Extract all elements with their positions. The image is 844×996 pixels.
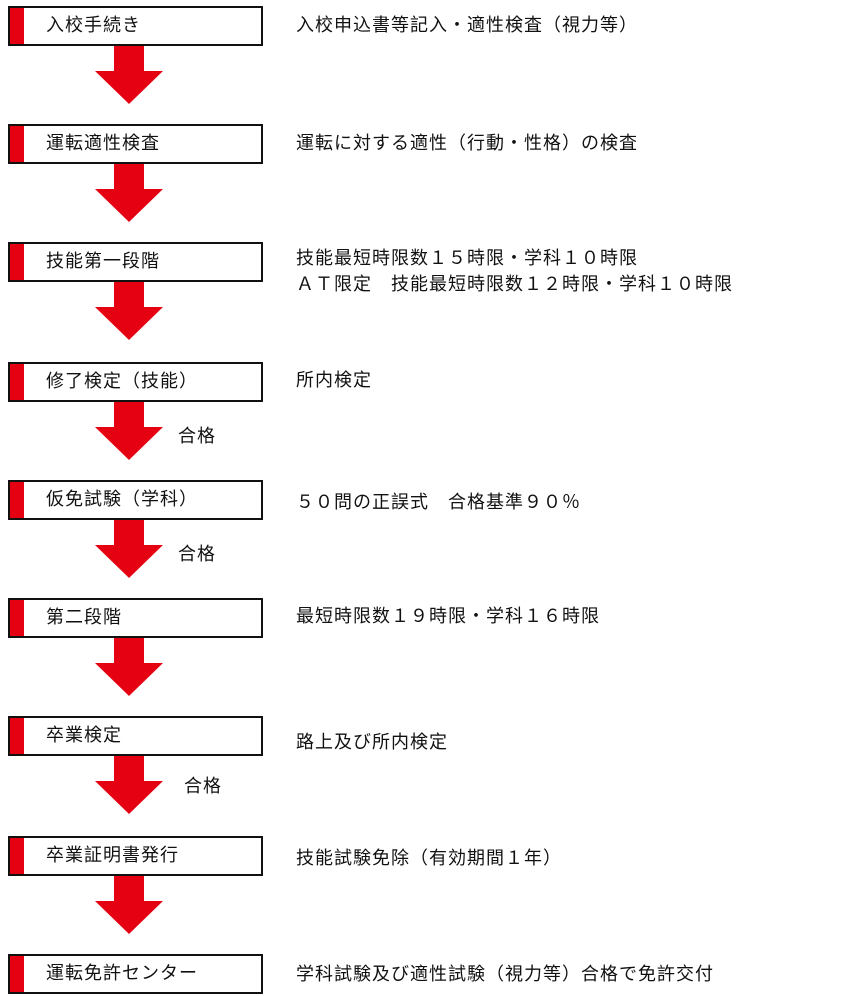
step-description: 入校申込書等記入・適性検査（視力等） [296, 15, 638, 36]
step-label: 修了検定（技能） [46, 371, 198, 392]
step-box-provisional-exam: 仮免試験（学科） [8, 480, 263, 520]
pass-label: 合格 [184, 776, 222, 797]
step-label: 仮免試験（学科） [46, 489, 198, 510]
down-arrow-icon [95, 756, 163, 814]
step-box-completion-exam: 修了検定（技能） [8, 362, 263, 402]
step-box-stage-two: 第二段階 [8, 598, 263, 638]
down-arrow-icon [95, 402, 163, 460]
step-box-graduation-exam: 卒業検定 [8, 716, 263, 756]
step-accent-bar [10, 8, 24, 44]
down-arrow-icon [95, 876, 163, 934]
step-label: 運転適性検査 [46, 133, 160, 154]
step-accent-bar [10, 364, 24, 400]
step-accent-bar [10, 244, 24, 280]
step-label: 技能第一段階 [46, 251, 160, 272]
step-accent-bar [10, 482, 24, 518]
step-box-graduation-certificate: 卒業証明書発行 [8, 836, 263, 876]
step-box-stage-one: 技能第一段階 [8, 242, 263, 282]
step-accent-bar [10, 956, 24, 992]
pass-label: 合格 [178, 426, 216, 447]
step-description: 所内検定 [296, 370, 372, 391]
step-label: 第二段階 [46, 607, 122, 628]
down-arrow-icon [95, 638, 163, 696]
step-accent-bar [10, 838, 24, 874]
step-description: 学科試験及び適性試験（視力等）合格で免許交付 [296, 964, 714, 985]
step-box-enrollment: 入校手続き [8, 6, 263, 46]
step-description: 路上及び所内検定 [296, 732, 448, 753]
step-description: 最短時限数１９時限・学科１６時限 [296, 606, 600, 627]
step-description: 運転に対する適性（行動・性格）の検査 [296, 133, 638, 154]
down-arrow-icon [95, 164, 163, 222]
step-label: 卒業検定 [46, 725, 122, 746]
pass-label: 合格 [178, 544, 216, 565]
step-description: 技能試験免除（有効期間１年） [296, 848, 562, 869]
down-arrow-icon [95, 520, 163, 578]
step-description: ５０問の正誤式 合格基準９０％ [296, 492, 581, 513]
step-accent-bar [10, 126, 24, 162]
step-accent-bar [10, 718, 24, 754]
step-label: 卒業証明書発行 [46, 845, 179, 866]
step-accent-bar [10, 600, 24, 636]
step-box-license-center: 運転免許センター [8, 954, 263, 994]
down-arrow-icon [95, 46, 163, 104]
step-description: 技能最短時限数１５時限・学科１０時限 ＡＴ限定 技能最短時限数１２時限・学科１０… [296, 248, 733, 295]
step-label: 入校手続き [46, 15, 141, 36]
down-arrow-icon [95, 282, 163, 340]
step-box-aptitude-test: 運転適性検査 [8, 124, 263, 164]
step-label: 運転免許センター [46, 963, 198, 984]
